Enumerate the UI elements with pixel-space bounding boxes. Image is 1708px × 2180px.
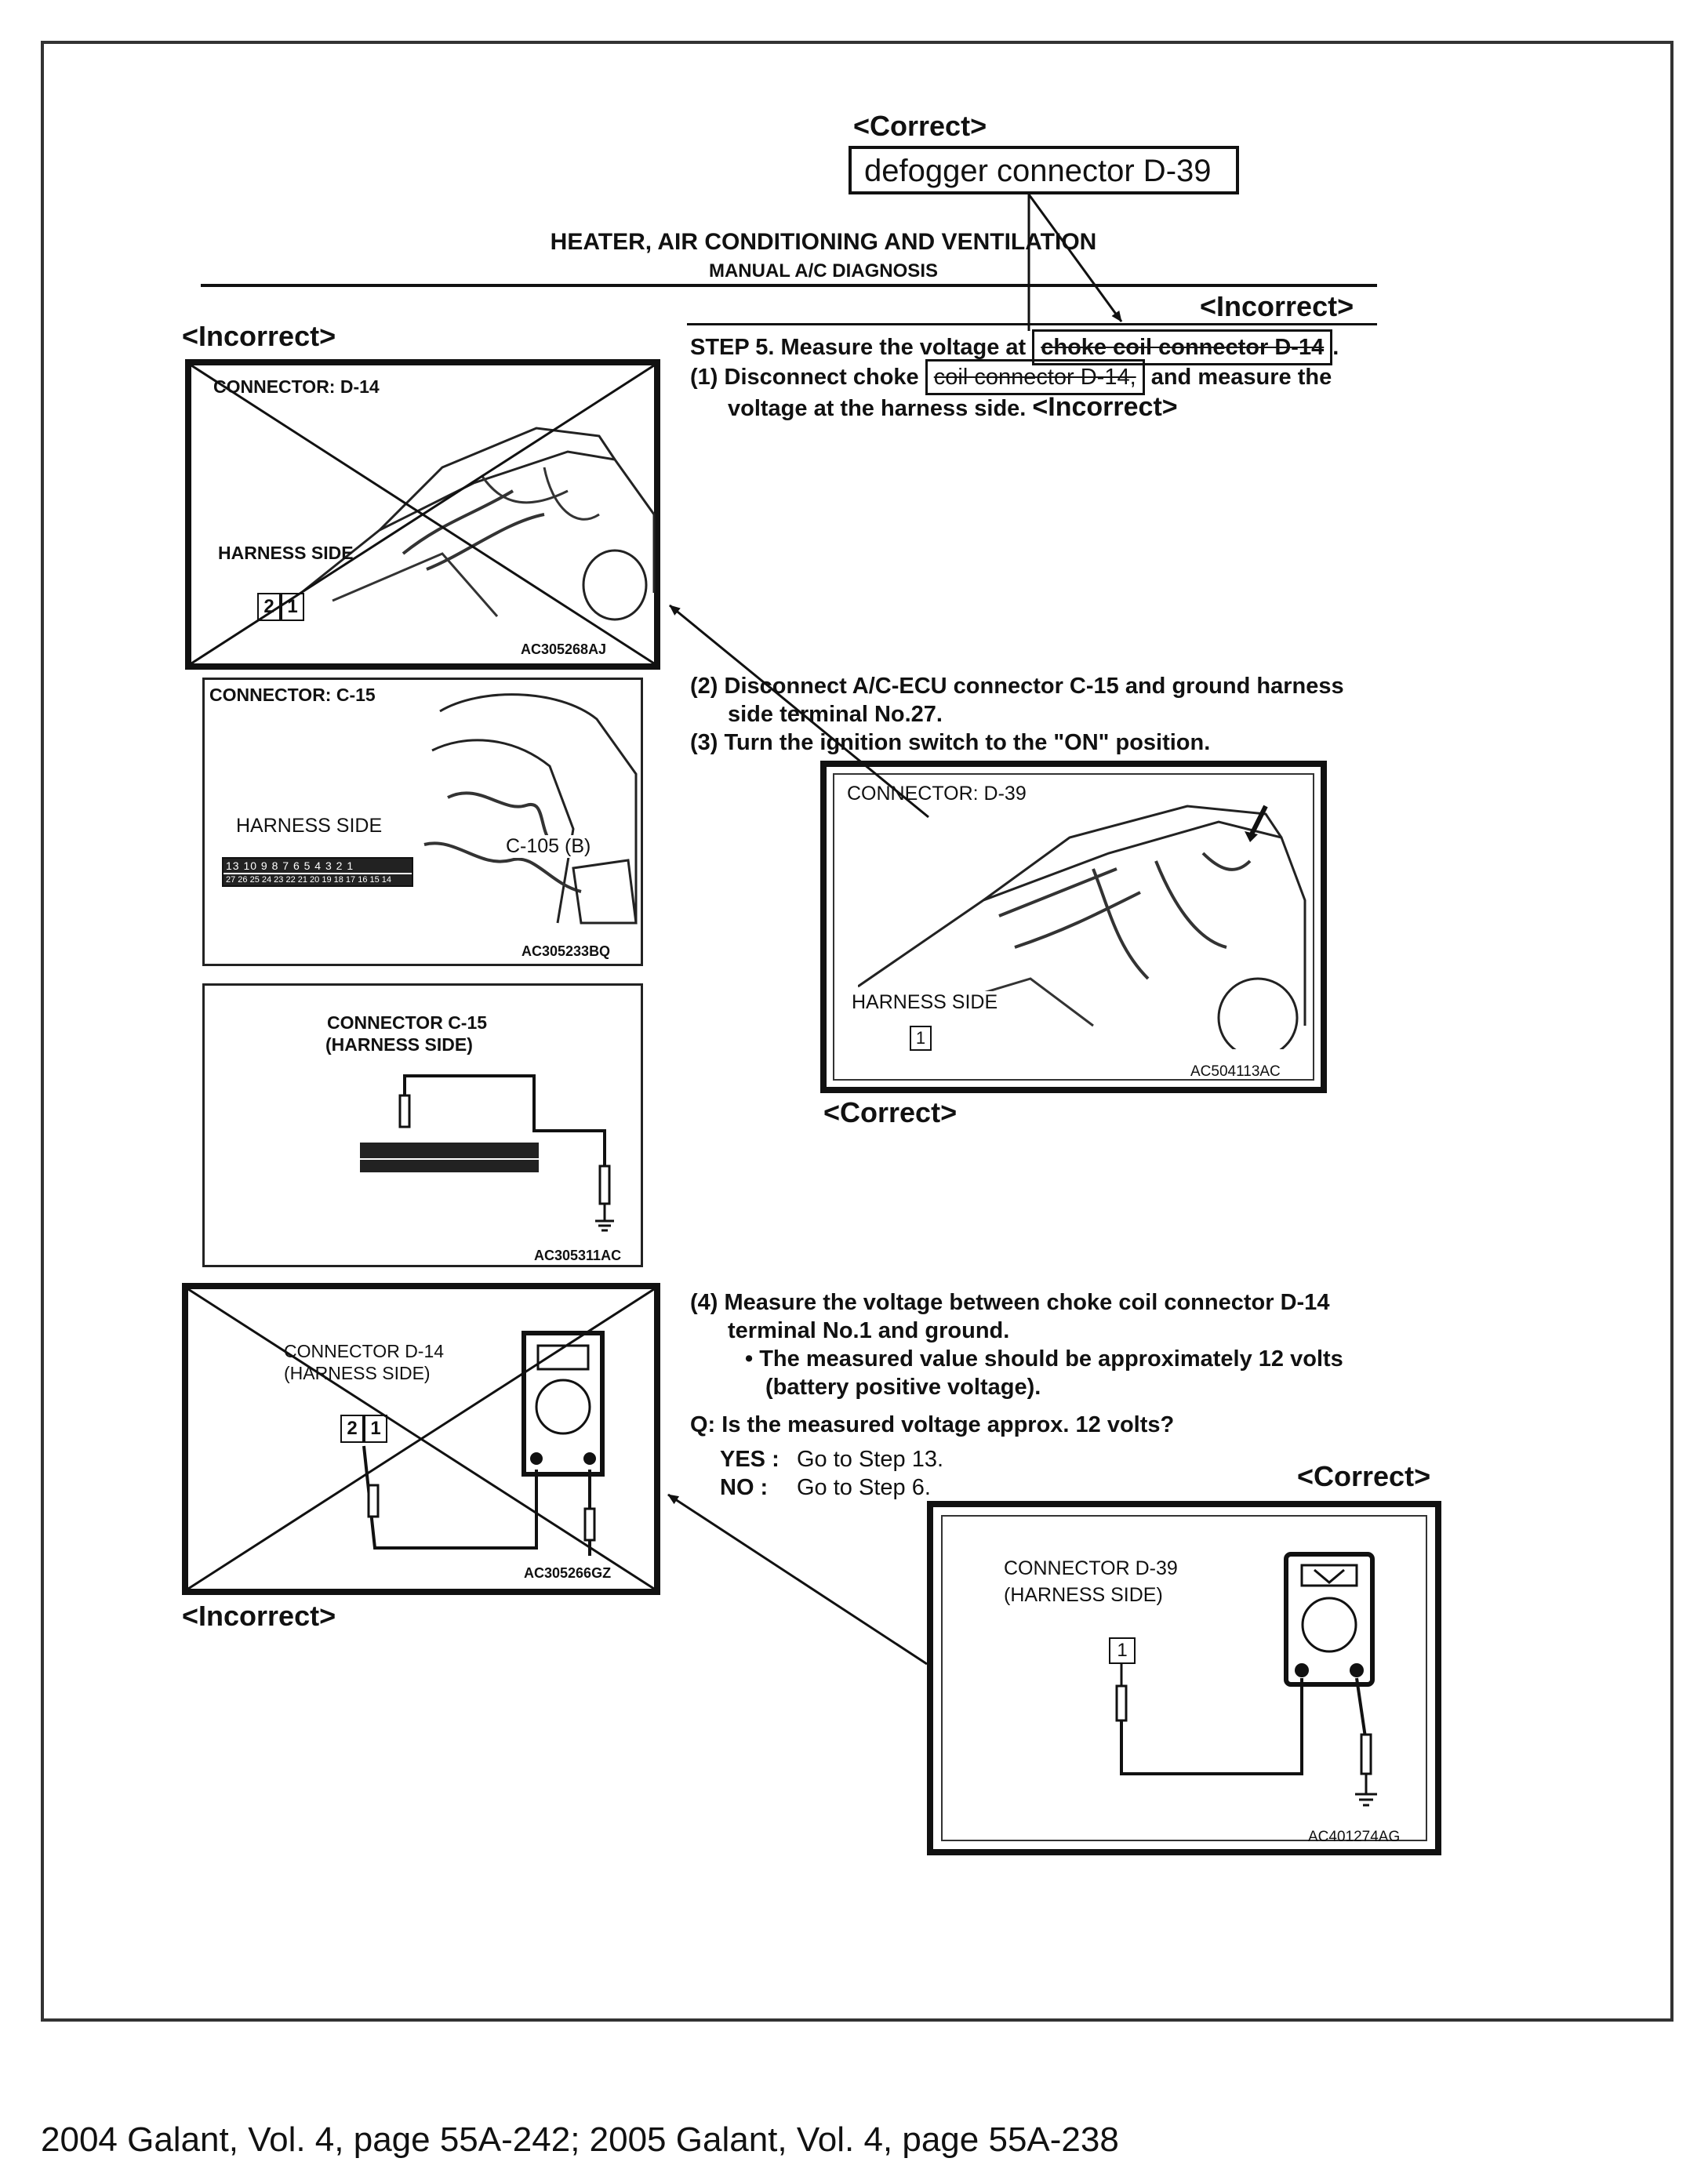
c15h-code: AC305311AC xyxy=(534,1248,622,1263)
incorrect-label-inline: <Incorrect> xyxy=(1032,392,1178,422)
c15-title: CONNECTOR: C-15 xyxy=(209,685,376,705)
d39-car-illustration xyxy=(858,805,1306,1049)
step-4-bullet1: The measured value should be approximate… xyxy=(759,1346,1343,1372)
c15-sub-label: C-105 (B) xyxy=(506,835,591,858)
panel-d39-harness-test: CONNECTOR D-39 (HARNESS SIDE) 1 AC401274… xyxy=(927,1501,1441,1855)
d14-cross-out xyxy=(191,365,654,663)
d14h-title-line1: CONNECTOR D-14 xyxy=(284,1341,445,1361)
panel-connector-d39: CONNECTOR: D-39 HARNESS SIDE 1 AC504113A… xyxy=(820,761,1327,1093)
step-1-suffix: the xyxy=(1291,365,1332,390)
step-heading-prefix: STEP 5. Measure the voltage at xyxy=(690,335,1033,360)
correction-box: defogger connector D-39 xyxy=(849,146,1239,194)
manual-section-subtitle: MANUAL A/C DIAGNOSIS xyxy=(708,260,938,282)
d39-inner-frame xyxy=(833,773,1314,1081)
incorrect-label-lower-left: <Incorrect> xyxy=(182,1600,336,1632)
panel-c15-harness-test: CONNECTOR C-15 (HARNESS SIDE) AC305311AC xyxy=(202,983,643,1267)
d39h-meter-diagram xyxy=(1115,1552,1377,1807)
step-4-line1: (4) Measure the voltage between choke co… xyxy=(690,1290,1330,1315)
d14h-pin-1: 1 xyxy=(364,1415,387,1443)
c15h-title-line2: (HARNESS SIDE) xyxy=(325,1034,473,1055)
step-heading-suffix: . xyxy=(1332,335,1339,360)
correction-text: defogger connector D-39 xyxy=(864,154,1212,188)
step-2-line1: (2) Disconnect A/C-ECU connector C-15 an… xyxy=(690,674,1344,699)
c15-dash-illustration xyxy=(423,693,638,925)
correct-label-top: <Correct> xyxy=(853,110,987,142)
d39h-inner-frame xyxy=(941,1515,1427,1841)
step-1-line1: (1) Disconnect choke coil connector D-14… xyxy=(690,359,1332,395)
d14h-meter-diagram xyxy=(188,1289,654,1589)
step-4-bullet2: (battery positive voltage). xyxy=(765,1375,1041,1400)
panel-connector-c15: CONNECTOR: C-15 HARNESS SIDE C-105 (B) 1… xyxy=(202,678,643,966)
answer-no-label: NO : xyxy=(720,1475,769,1500)
d14-title: CONNECTOR: D-14 xyxy=(213,376,380,397)
d39h-code: AC401274AG xyxy=(1308,1829,1401,1845)
step-2-line2: side terminal No.27. xyxy=(728,702,943,727)
c15-pins-top: 13 10 9 8 7 6 5 4 3 2 1 xyxy=(223,859,412,873)
answer-no-text: Go to Step 6. xyxy=(797,1475,931,1500)
c15-pins-bottom: 27 26 25 24 23 22 21 20 19 18 17 16 15 1… xyxy=(223,873,412,885)
c15h-probe-diagram xyxy=(360,1074,614,1232)
page-frame xyxy=(41,41,1673,2022)
d39-connector-face: 1 xyxy=(910,1026,932,1051)
step-1-boxed: coil connector D-14, xyxy=(925,359,1145,395)
step-3: (3) Turn the ignition switch to the "ON"… xyxy=(690,730,1211,755)
footer-citation: 2004 Galant, Vol. 4, page 55A-242; 2005 … xyxy=(41,2120,1119,2159)
correct-label-lower: <Correct> xyxy=(1297,1460,1431,1492)
step-rule xyxy=(687,323,1377,325)
d14h-pin-2: 2 xyxy=(340,1415,364,1443)
bullet-dot: • xyxy=(745,1346,760,1372)
step-4-line2: terminal No.1 and ground. xyxy=(728,1318,1010,1343)
step-heading-boxed: choke coil connector D-14 xyxy=(1032,329,1333,365)
c15h-title-line1: CONNECTOR C-15 xyxy=(327,1012,488,1033)
header-rule xyxy=(201,284,1377,287)
c15-connector-face: 13 10 9 8 7 6 5 4 3 2 1 27 26 25 24 23 2… xyxy=(222,857,413,887)
answer-yes-text: Go to Step 13. xyxy=(797,1447,944,1472)
step-1-bold: measure xyxy=(1197,365,1292,390)
step-1-line2: voltage at the harness side. <Incorrect> xyxy=(728,392,1178,423)
d14-car-illustration xyxy=(300,427,656,621)
step-1-line2-text: voltage at the harness side. xyxy=(728,396,1027,421)
step-1-prefix: (1) Disconnect choke xyxy=(690,365,925,390)
d39-pin-1: 1 xyxy=(910,1026,932,1051)
d39h-connector-face: 1 xyxy=(1109,1637,1136,1664)
correct-label-mid: <Correct> xyxy=(823,1096,958,1128)
d39h-pin-1: 1 xyxy=(1109,1637,1136,1664)
step-heading: STEP 5. Measure the voltage at choke coi… xyxy=(690,329,1339,365)
step-1-mid: and xyxy=(1144,365,1198,390)
question: Q: Is the measured voltage approx. 12 vo… xyxy=(690,1412,1175,1437)
d39-code: AC504113AC xyxy=(1190,1063,1281,1080)
d14-harness-label: HARNESS SIDE xyxy=(218,543,354,563)
c15-harness-label: HARNESS SIDE xyxy=(236,815,383,837)
incorrect-label-left-top: <Incorrect> xyxy=(182,320,336,352)
manual-section-title: HEATER, AIR CONDITIONING AND VENTILATION xyxy=(550,229,1097,255)
d39h-title-line2: (HARNESS SIDE) xyxy=(1004,1584,1163,1606)
d39h-title-line1: CONNECTOR D-39 xyxy=(1004,1557,1178,1579)
c15-code: AC305233BQ xyxy=(521,943,611,959)
answer-yes-label: YES : xyxy=(720,1447,780,1472)
d39-harness-label: HARNESS SIDE xyxy=(852,991,998,1014)
step-4-bullet: • The measured value should be approxima… xyxy=(745,1344,1343,1374)
d14h-code: AC305266GZ xyxy=(524,1565,612,1581)
d14-code: AC305268AJ xyxy=(521,641,607,657)
incorrect-label-right: <Incorrect> xyxy=(1200,290,1354,322)
